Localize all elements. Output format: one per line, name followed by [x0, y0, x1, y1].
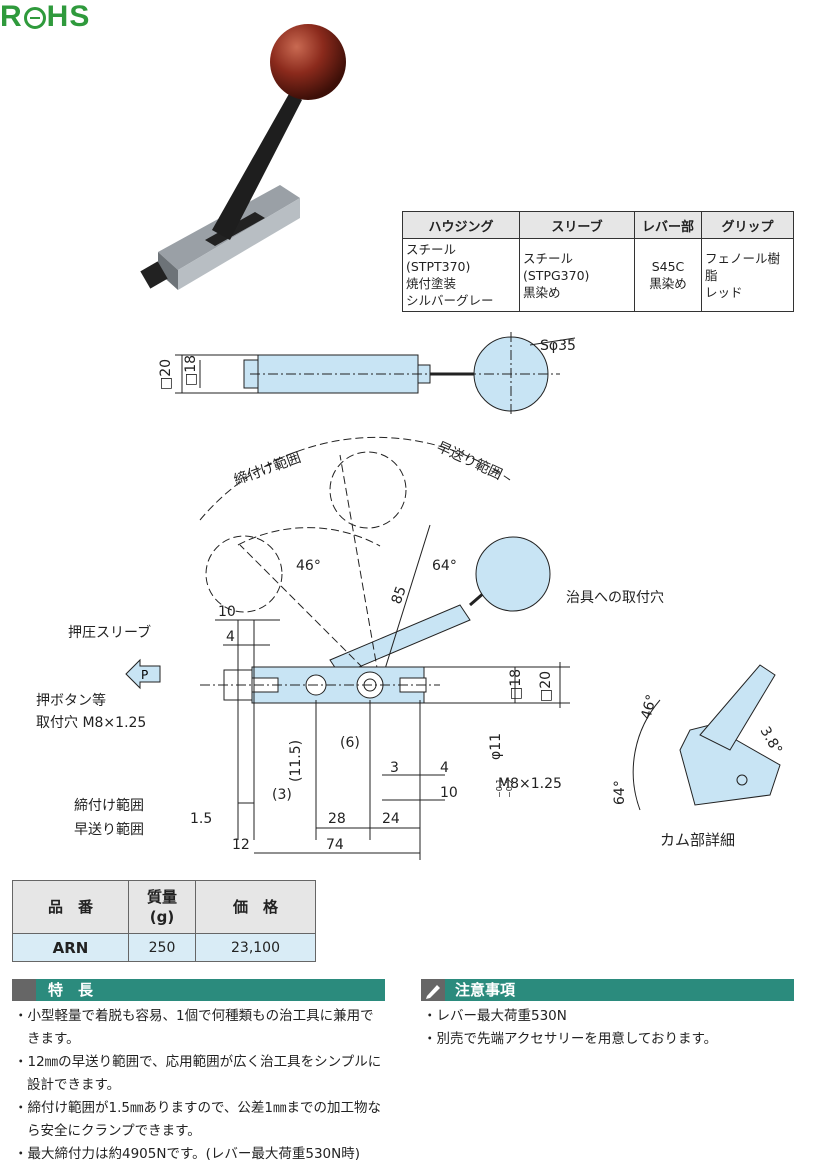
label-phi11-tol-dn: −0.2	[505, 779, 514, 798]
p-arrow-mark: P	[125, 658, 161, 690]
label-cam-64: 64°	[612, 780, 628, 805]
label-d1-5: 1.5	[190, 811, 212, 827]
label-mount-hole: 取付穴 M8×1.25	[36, 715, 147, 731]
label-phi11-tol-up: −0.1	[495, 779, 504, 798]
label-d74: 74	[326, 837, 344, 853]
label-press-sleeve: 押圧スリーブ	[68, 625, 152, 641]
label-fast-range-2: 早送り範囲	[74, 822, 144, 838]
label-angle-64: 64°	[432, 558, 457, 574]
label-d10b: 10	[440, 785, 458, 801]
label-side-sq18: □18	[508, 669, 524, 700]
mat-cell-grip: フェノール樹脂 レッド	[701, 238, 794, 312]
note-item: ・別売で先端アクセサリーを用意しております。	[423, 1031, 718, 1047]
label-clamp-range-2: 締付け範囲	[74, 798, 144, 814]
label-cam-46: 46°	[638, 693, 660, 721]
feature-item: ・最大締付力は約4905Nです。(レバー最大荷重530N時)	[14, 1146, 361, 1162]
note-item: ・レバー最大荷重530N	[423, 1008, 567, 1024]
label-d10: 10	[218, 604, 236, 620]
label-d24: 24	[382, 811, 400, 827]
feature-item: ・小型軽量で着脱も容易、1個で何種類もの治工具に兼用できます。	[14, 1008, 374, 1047]
product-photo	[140, 24, 346, 290]
notes-title: 注意事項	[455, 981, 516, 999]
mat-header-sleeve: スリーブ	[519, 211, 635, 239]
label-d28: 28	[328, 811, 346, 827]
label-d3: 3	[390, 760, 399, 776]
spec-part: ARN	[12, 933, 129, 962]
label-side-sq20: □20	[538, 671, 554, 702]
material-table: ハウジング スリーブ レバー部 グリップ スチール(STPT370) 焼付塗装 …	[402, 211, 794, 312]
label-cam-3-8: 3.8°	[757, 724, 785, 757]
feature-item: ・12㎜の早送り範囲で、応用範囲が広く治工具をシンプルに設計できます。	[14, 1054, 382, 1093]
mat-header-grip: グリップ	[701, 211, 794, 239]
mat-header-housing: ハウジング	[402, 211, 520, 239]
label-d11-5: (11.5)	[288, 740, 304, 782]
label-sq18: □18	[183, 355, 199, 386]
notes-list: ・レバー最大荷重530N ・別売で先端アクセサリーを用意しております。	[423, 1005, 793, 1051]
label-d4b: 4	[440, 760, 449, 776]
spec-header-part: 品 番	[12, 880, 129, 934]
mat-cell-lever: S45C 黒染め	[634, 238, 702, 312]
spec-mass: 250	[128, 933, 196, 962]
label-angle-46: 46°	[296, 558, 321, 574]
label-sphere: Sφ35	[540, 338, 576, 354]
features-list: ・小型軽量で着脱も容易、1個で何種類もの治工具に兼用できます。 ・12㎜の早送り…	[14, 1005, 384, 1166]
spec-price: 23,100	[195, 933, 316, 962]
label-d6: (6)	[340, 735, 360, 751]
side-view-knob	[475, 536, 551, 612]
label-clamp-range: 締付け範囲	[232, 449, 304, 489]
label-d3p: (3)	[272, 787, 292, 803]
spec-header-mass: 質量 (g)	[128, 880, 196, 934]
feature-item: ・締付け範囲が1.5㎜ありますので、公差1㎜までの加工物なら安全にクランプできま…	[14, 1100, 382, 1139]
mat-header-lever: レバー部	[634, 211, 702, 239]
spec-table: 品 番 質量 (g) 価 格 ARN 250 23,100	[12, 880, 316, 962]
technical-drawing: Sφ35 □20 □18 締付け範囲 早送り範囲 46° 64° 85 治具への…	[125, 332, 785, 860]
features-title: 特 長	[48, 981, 94, 999]
label-p-mark: P	[141, 668, 148, 682]
top-view-housing	[257, 354, 419, 394]
mat-cell-sleeve: スチール(STPG370) 黒染め	[519, 238, 635, 312]
label-push-button: 押ボタン等	[36, 693, 106, 709]
pencil-icon	[421, 979, 445, 1001]
mat-cell-housing: スチール(STPT370) 焼付塗装 シルバーグレー	[402, 238, 520, 312]
label-m8: M8×1.25	[498, 776, 562, 792]
label-sq20: □20	[158, 359, 174, 390]
label-jig-hole: 治具への取付穴	[566, 590, 664, 606]
label-cam-detail: カム部詳細	[660, 831, 735, 849]
spec-header-price: 価 格	[195, 880, 316, 934]
label-len-85: 85	[389, 584, 410, 606]
features-header: 特 長	[12, 979, 385, 1001]
label-d4: 4	[226, 629, 235, 645]
label-phi11: φ11	[488, 733, 504, 760]
label-fast-range: 早送り範囲	[434, 438, 505, 483]
label-d12: 12	[232, 837, 250, 853]
notes-header: 注意事項	[421, 979, 794, 1001]
